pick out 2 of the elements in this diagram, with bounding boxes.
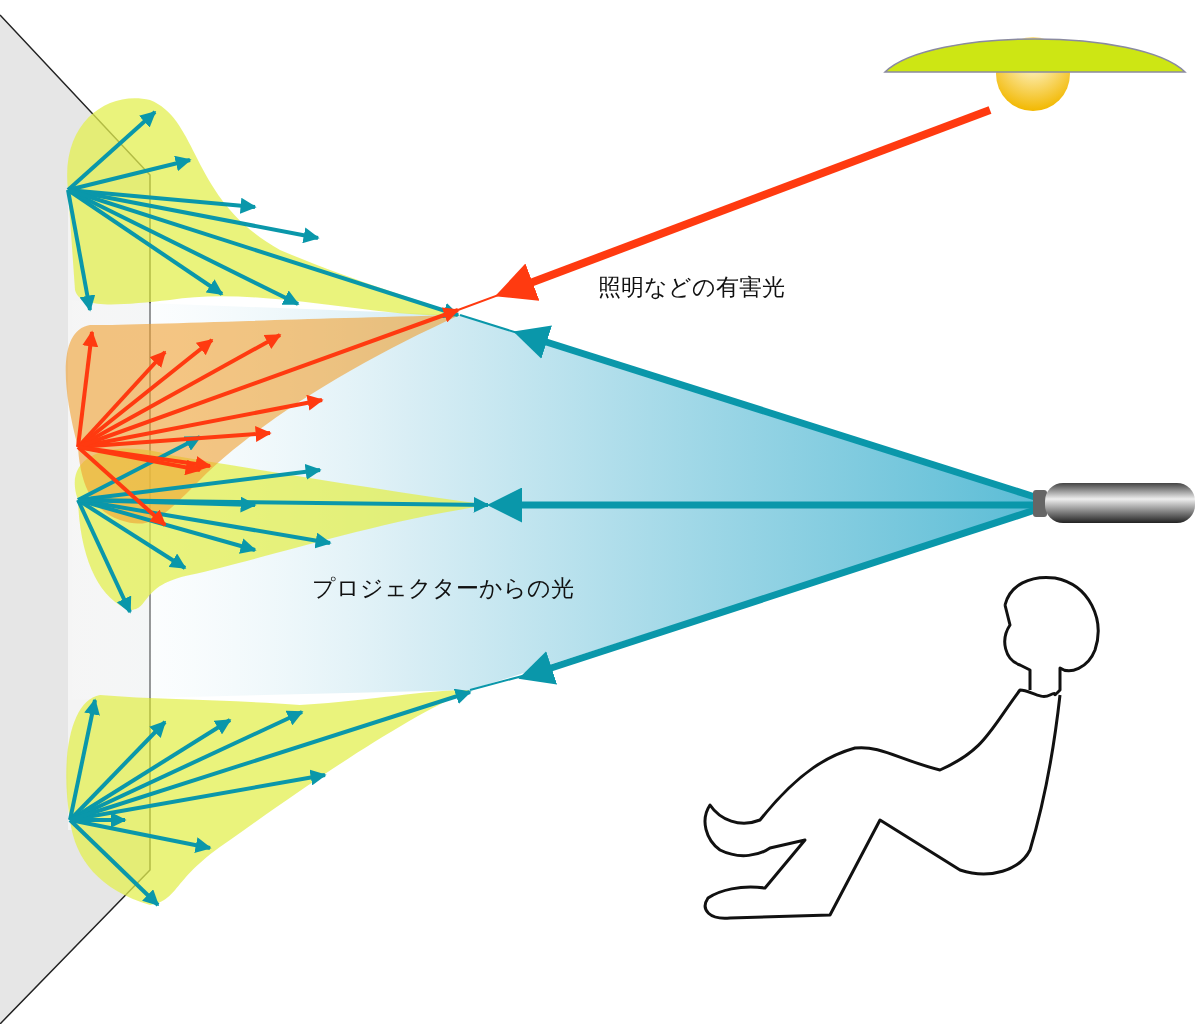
caption-text: 照明などの有害光 [598, 273, 785, 302]
caption-text: プロジェクターからの光 [312, 574, 574, 603]
